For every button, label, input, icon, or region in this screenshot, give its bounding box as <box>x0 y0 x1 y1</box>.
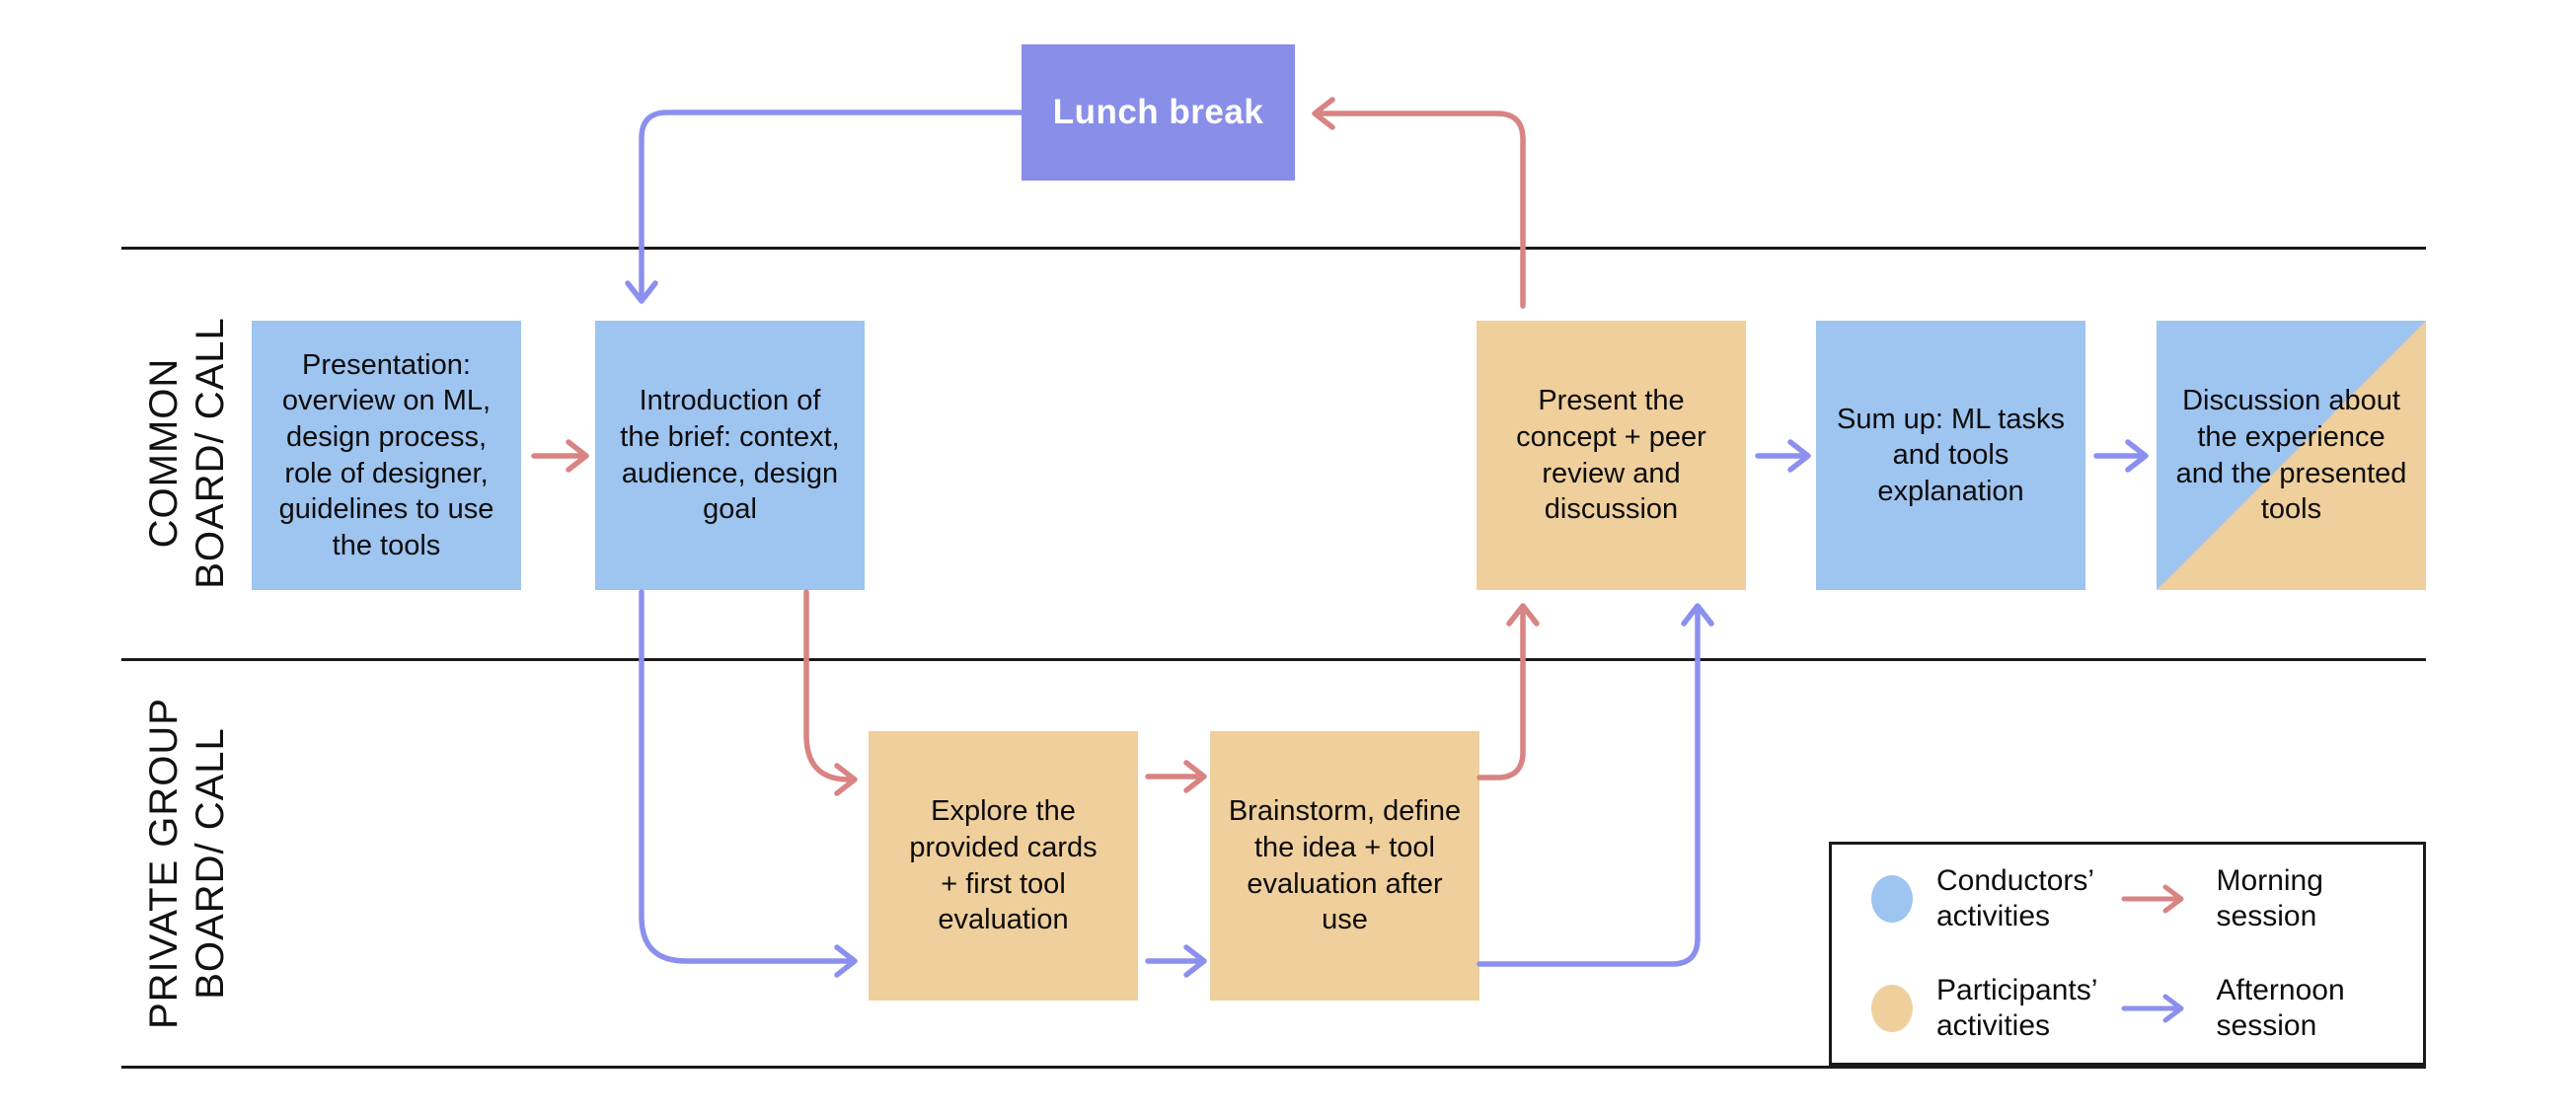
arrow-morning-introduction-to-explore <box>803 589 858 796</box>
legend-label: Conductors’ activities <box>1936 864 2095 933</box>
activity-box-text: Presentation: overview on ML, design pro… <box>278 348 494 561</box>
activity-box-presentation: Presentation: overview on ML, design pro… <box>252 321 521 590</box>
activity-box-present-concept: Present the concept + peer review and di… <box>1477 321 1746 590</box>
lane-divider-middle <box>121 658 2426 661</box>
arrow-afternoon-explore-to-brainstorm <box>1145 944 1207 978</box>
legend-label: Afternoon session <box>2216 973 2345 1042</box>
participants-activities-swatch-icon <box>1871 984 1913 1032</box>
lane-label-common-board-call: COMMON BOARD/ CALL <box>141 317 232 589</box>
legend: Conductors’ activities Morning session P… <box>1829 842 2426 1066</box>
arrow-afternoon-introduction-to-explore <box>639 589 858 978</box>
morning-session-arrow-icon <box>2121 884 2184 914</box>
arrow-morning-explore-to-brainstorm <box>1145 760 1207 793</box>
legend-item-conductors: Conductors’ activities <box>1832 863 2104 934</box>
arrow-morning-brainstorm-to-present-concept <box>1477 603 1540 780</box>
activity-box-text: Explore the provided cards + first tool … <box>909 795 1098 936</box>
activity-box-text: Introduction of the brief: context, audi… <box>620 385 840 526</box>
activity-box-text: Discussion about the experience and the … <box>2175 385 2407 526</box>
activity-box-introduction: Introduction of the brief: context, audi… <box>595 321 865 590</box>
lane-label-private-group-board-call: PRIVATE GROUP BOARD/ CALL <box>141 698 232 1030</box>
legend-item-afternoon: Afternoon session <box>2104 973 2423 1044</box>
activity-box-text: Brainstorm, define the idea + tool evalu… <box>1228 795 1462 936</box>
arrow-afternoon-lunch-to-introduction <box>625 110 1024 304</box>
afternoon-session-arrow-icon <box>2121 994 2184 1023</box>
legend-label: Participants’ activities <box>1936 973 2098 1042</box>
lunch-break-box: Lunch break <box>1022 44 1295 181</box>
arrow-morning-present-concept-to-lunch <box>1312 97 1526 309</box>
conductors-activities-swatch-icon <box>1871 875 1913 924</box>
arrow-afternoon-present-concept-to-sum-up <box>1755 439 1811 473</box>
arrow-afternoon-sum-up-to-discussion <box>2093 439 2149 473</box>
activity-box-sum-up: Sum up: ML tasks and tools explanation <box>1816 321 2085 590</box>
legend-item-participants: Participants’ activities <box>1832 973 2104 1044</box>
activity-box-discussion: Discussion about the experience and the … <box>2157 321 2426 590</box>
lunch-break-label: Lunch break <box>1052 93 1264 131</box>
legend-label: Morning session <box>2216 864 2323 933</box>
lane-divider-bottom <box>121 1066 2426 1069</box>
activity-box-text: Present the concept + peer review and di… <box>1516 385 1706 526</box>
arrow-morning-presentation-to-introduction <box>531 439 589 473</box>
activity-box-text: Sum up: ML tasks and tools explanation <box>1836 403 2065 507</box>
activity-box-explore-cards: Explore the provided cards + first tool … <box>869 731 1138 1001</box>
lane-divider-top <box>121 247 2426 250</box>
activity-box-brainstorm: Brainstorm, define the idea + tool evalu… <box>1210 731 1479 1001</box>
legend-item-morning: Morning session <box>2104 863 2423 934</box>
